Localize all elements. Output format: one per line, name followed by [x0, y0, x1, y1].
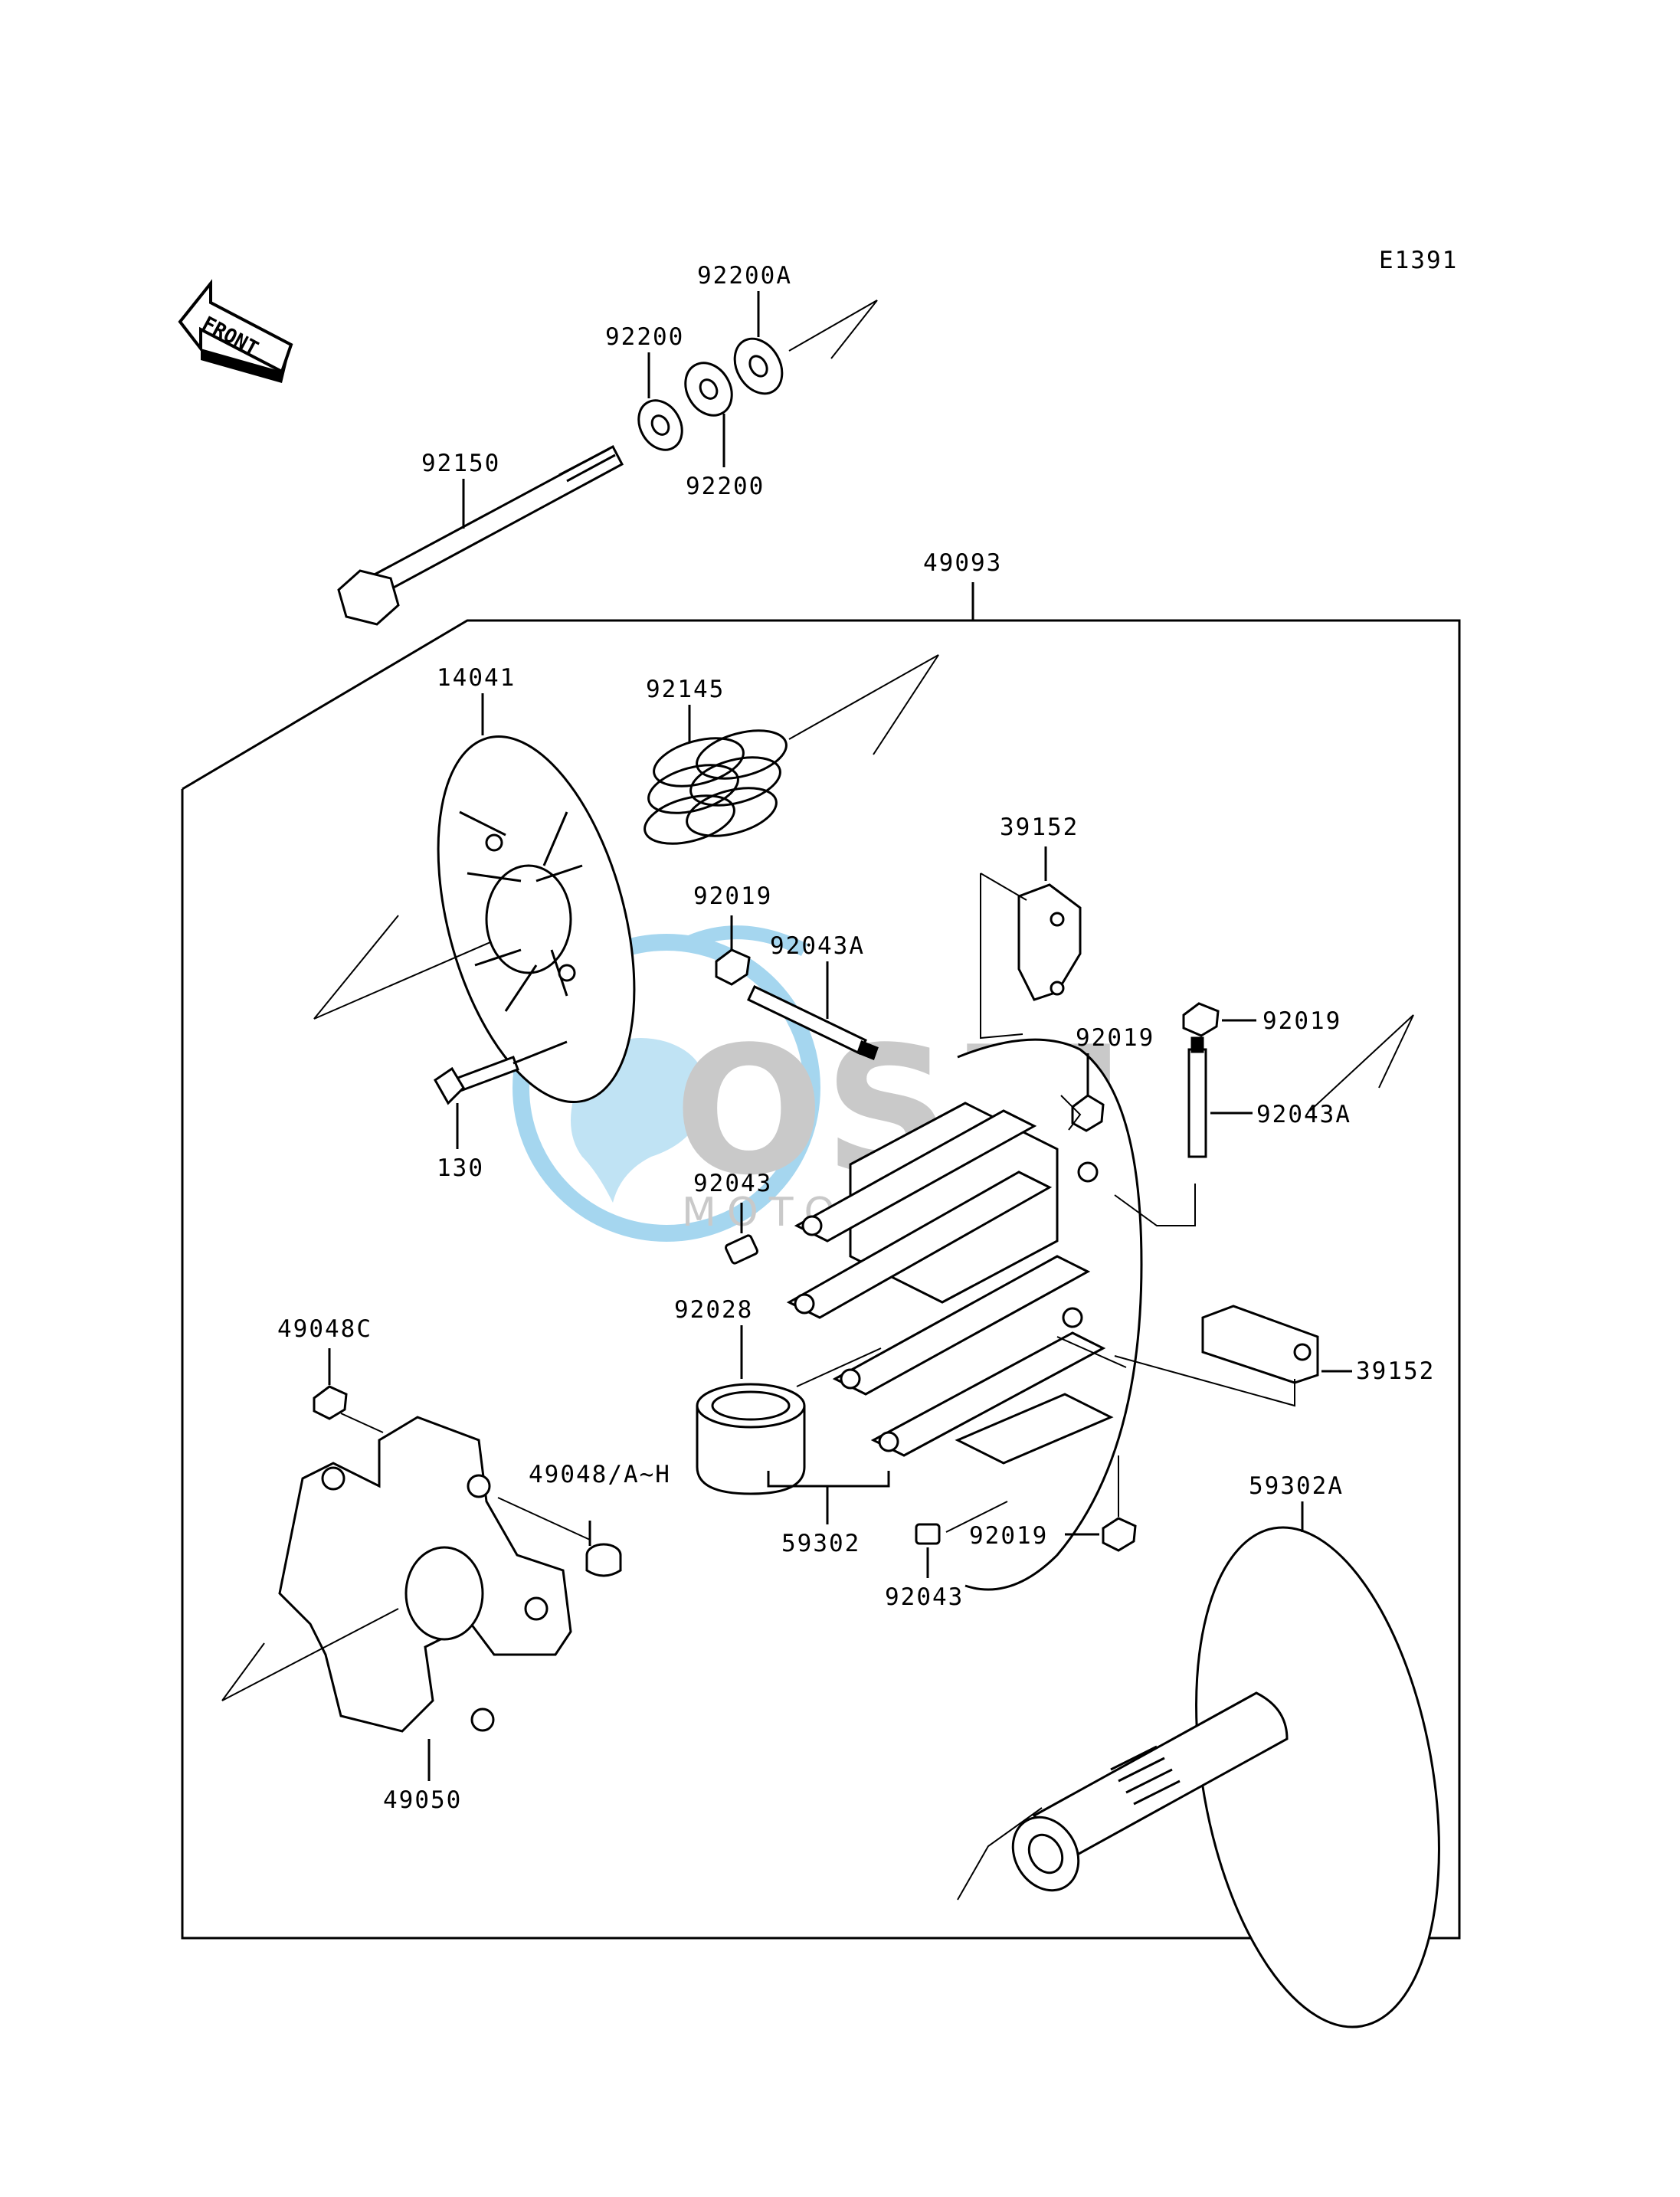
washer-92200-b-icon — [637, 399, 683, 451]
cover-49050-icon — [278, 1416, 572, 1733]
spider-assembly-59302-icon — [786, 1038, 1143, 1591]
label-92200-bottom: 92200 — [686, 473, 765, 500]
label-59302A: 59302A — [1249, 1472, 1344, 1500]
bolt-130-icon — [434, 1040, 568, 1105]
label-92150: 92150 — [421, 450, 500, 477]
washer-92200-a-icon — [684, 362, 733, 417]
nut-49048C-icon — [313, 1385, 348, 1420]
assembly-box — [181, 619, 1461, 1940]
label-92043-a: 92043 — [693, 1170, 772, 1197]
movable-sheave-14041-icon — [437, 735, 636, 1104]
label-92043A-a: 92043A — [770, 932, 865, 960]
label-39152-right: 39152 — [1356, 1357, 1435, 1385]
label-14041: 14041 — [437, 664, 516, 692]
bolt-92150-icon — [337, 444, 624, 626]
label-92019-a: 92019 — [693, 882, 772, 910]
label-49048AH: 49048/A~H — [529, 1461, 671, 1488]
label-130: 130 — [437, 1154, 484, 1182]
diagram-code: E1391 — [1379, 247, 1458, 274]
label-92200-top: 92200 — [605, 323, 684, 351]
label-59302: 59302 — [781, 1530, 860, 1557]
label-92019-c: 92019 — [1262, 1007, 1341, 1035]
nut-92019-d-icon — [1102, 1517, 1137, 1552]
label-92043A-b: 92043A — [1256, 1101, 1351, 1128]
spring-92145-icon — [644, 729, 788, 845]
label-49093: 49093 — [923, 549, 1002, 577]
label-92200A: 92200A — [697, 262, 792, 290]
front-arrow-icon: FRONT — [178, 279, 293, 383]
pin-92043A-b-icon — [1187, 1036, 1207, 1158]
weight-39152-top-icon — [1017, 883, 1082, 1001]
weight-39152-right-icon — [1201, 1305, 1319, 1384]
label-92019-b: 92019 — [1076, 1024, 1154, 1052]
bushing-92028-icon — [696, 1383, 806, 1495]
pin-92043-b-icon — [915, 1523, 941, 1545]
cap-49048AH-icon — [585, 1543, 622, 1577]
label-92019-d: 92019 — [969, 1522, 1048, 1550]
fixed-sheave-59302A-icon — [1011, 1526, 1440, 2028]
label-49048C: 49048C — [277, 1315, 372, 1343]
nut-92019-c-icon — [1182, 1002, 1220, 1037]
label-92145: 92145 — [646, 676, 725, 703]
label-92043-b: 92043 — [885, 1583, 964, 1611]
pin-92043A-a-icon — [747, 984, 879, 1060]
label-39152-top: 39152 — [1000, 814, 1079, 841]
washer-92200A-icon — [733, 337, 784, 395]
pin-92043-a-icon — [725, 1234, 758, 1265]
label-92028: 92028 — [674, 1296, 753, 1324]
label-49050: 49050 — [383, 1786, 462, 1814]
